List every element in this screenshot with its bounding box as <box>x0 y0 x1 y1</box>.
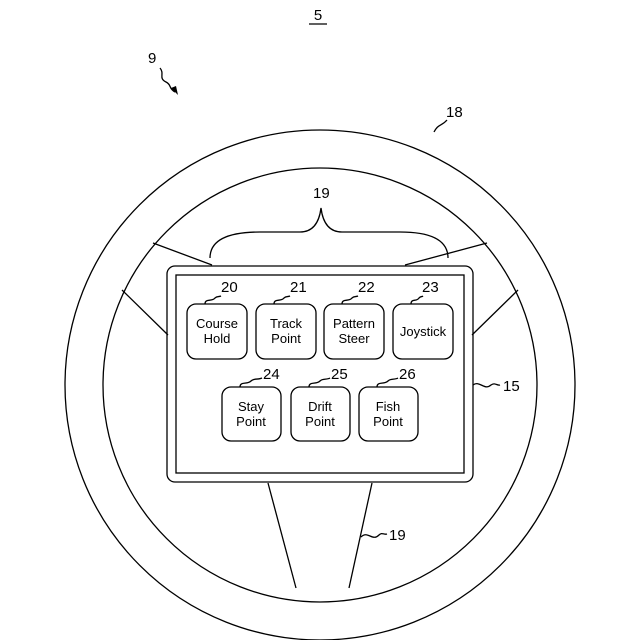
display-outer <box>167 266 473 482</box>
ref-label-selector-bottom: 19 <box>389 527 406 544</box>
mode-button-pattern-steer[interactable]: Pattern Steer <box>324 304 384 359</box>
button-label-line1: Fish <box>376 399 401 414</box>
button-label-line1: Stay <box>238 399 265 414</box>
ref-label-button: 25 <box>331 366 348 383</box>
figure-number: 5 <box>314 7 322 24</box>
ref-leader-button <box>342 296 358 304</box>
ref-label-device: 9 <box>148 50 156 67</box>
ref-leader-button <box>309 378 330 387</box>
button-label-line2: Steer <box>338 331 370 346</box>
ref-label-button: 21 <box>290 279 307 296</box>
mode-button-track-point[interactable]: Track Point <box>256 304 316 359</box>
ref-leader-button <box>205 296 221 304</box>
ref-leader-button <box>274 296 290 304</box>
spoke-left <box>122 290 168 335</box>
ref-leader-display <box>473 384 500 387</box>
ref-leader-button <box>411 296 423 304</box>
button-label-line1: Drift <box>308 399 332 414</box>
button-label-line2: Point <box>271 331 301 346</box>
mode-button-course-hold[interactable]: Course Hold <box>187 304 247 359</box>
button-label-line2: Point <box>305 414 335 429</box>
button-label-line1: Joystick <box>400 324 447 339</box>
ref-leader-selector-bottom <box>361 534 387 538</box>
spoke-upper-right <box>405 243 487 265</box>
ref-leader-button <box>377 378 398 387</box>
ref-label-button: 24 <box>263 366 280 383</box>
ref-label-button: 20 <box>221 279 238 296</box>
spoke-right <box>472 290 518 335</box>
button-label-line1: Track <box>270 316 303 331</box>
wheel-inner-rim <box>103 168 537 602</box>
ref-label-button: 26 <box>399 366 416 383</box>
button-label-line2: Point <box>373 414 403 429</box>
button-label-line2: Hold <box>204 331 231 346</box>
ref-label-display: 15 <box>503 378 520 395</box>
ref-label-wheel: 18 <box>446 104 463 121</box>
ref-leader-wheel <box>434 120 447 132</box>
ref-label-button: 22 <box>358 279 375 296</box>
mode-button-drift-point[interactable]: Drift Point <box>291 387 350 441</box>
spoke-upper-left <box>153 243 212 265</box>
mode-button-stay-point[interactable]: Stay Point <box>222 387 281 441</box>
spoke-bottom-left <box>268 483 296 588</box>
selector-brace <box>210 208 448 258</box>
mode-button-joystick[interactable]: Joystick <box>393 304 453 359</box>
ref-label-button: 23 <box>422 279 439 296</box>
display-screen <box>176 275 464 473</box>
button-label-line1: Course <box>196 316 238 331</box>
ref-leader-button <box>240 378 262 387</box>
mode-button-fish-point[interactable]: Fish Point <box>359 387 418 441</box>
button-label-line2: Point <box>236 414 266 429</box>
ref-label-selector-top: 19 <box>313 185 330 202</box>
button-label-line1: Pattern <box>333 316 375 331</box>
